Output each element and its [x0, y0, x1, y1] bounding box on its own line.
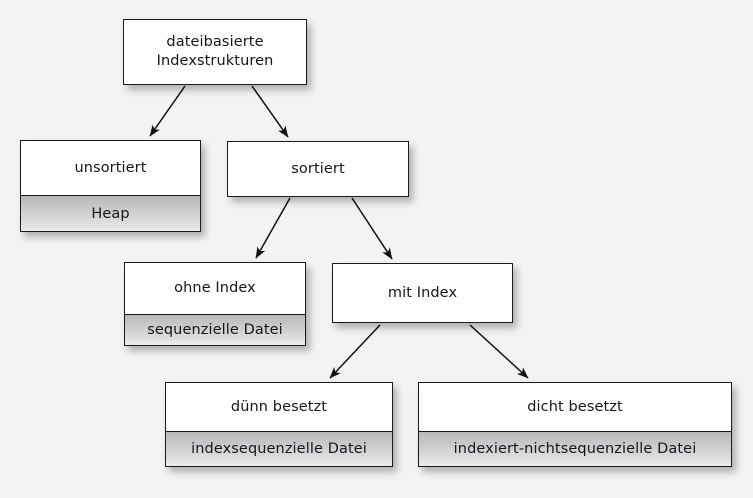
node-duenn-besetzt[interactable]: dünn besetzt indexsequenzielle Datei	[165, 382, 393, 467]
node-header-root: dateibasierte Indexstrukturen	[124, 20, 306, 84]
node-unsortiert[interactable]: unsortiert Heap	[20, 140, 201, 232]
edge-root-to-sortiert	[251, 85, 289, 138]
node-header-ohne-index: ohne Index	[125, 263, 305, 314]
node-header-mit-index: mit Index	[333, 264, 512, 322]
node-header-sortiert: sortiert	[228, 142, 408, 196]
node-dicht-besetzt[interactable]: dicht besetzt indexiert-nichtsequenziell…	[418, 382, 732, 467]
edge-root-to-unsortiert	[149, 85, 186, 137]
node-detail-heap: Heap	[21, 195, 200, 231]
node-detail-indexiert-nichtsequenzielle-datei: indexiert-nichtsequenzielle Datei	[419, 431, 731, 466]
node-header-dicht-besetzt: dicht besetzt	[419, 383, 731, 431]
edge-sortiert-to-ohne-index	[255, 197, 291, 259]
node-dateibasierte-indexstrukturen[interactable]: dateibasierte Indexstrukturen	[123, 19, 307, 85]
node-header-root-line1: dateibasierte	[166, 34, 264, 51]
node-sortiert[interactable]: sortiert	[227, 141, 409, 197]
node-header-unsortiert: unsortiert	[21, 141, 200, 195]
node-header-root-line2: Indexstrukturen	[156, 53, 274, 69]
edge-mit-index-to-dicht-besetzt	[469, 324, 529, 379]
node-ohne-index[interactable]: ohne Index sequenzielle Datei	[124, 262, 306, 346]
node-header-duenn-besetzt: dünn besetzt	[166, 383, 392, 431]
node-mit-index[interactable]: mit Index	[332, 263, 513, 323]
edge-sortiert-to-mit-index	[351, 197, 393, 260]
edge-mit-index-to-duenn-besetzt	[329, 324, 381, 379]
node-detail-indexsequenzielle-datei: indexsequenzielle Datei	[166, 431, 392, 466]
node-detail-sequenzielle-datei: sequenzielle Datei	[125, 314, 305, 345]
